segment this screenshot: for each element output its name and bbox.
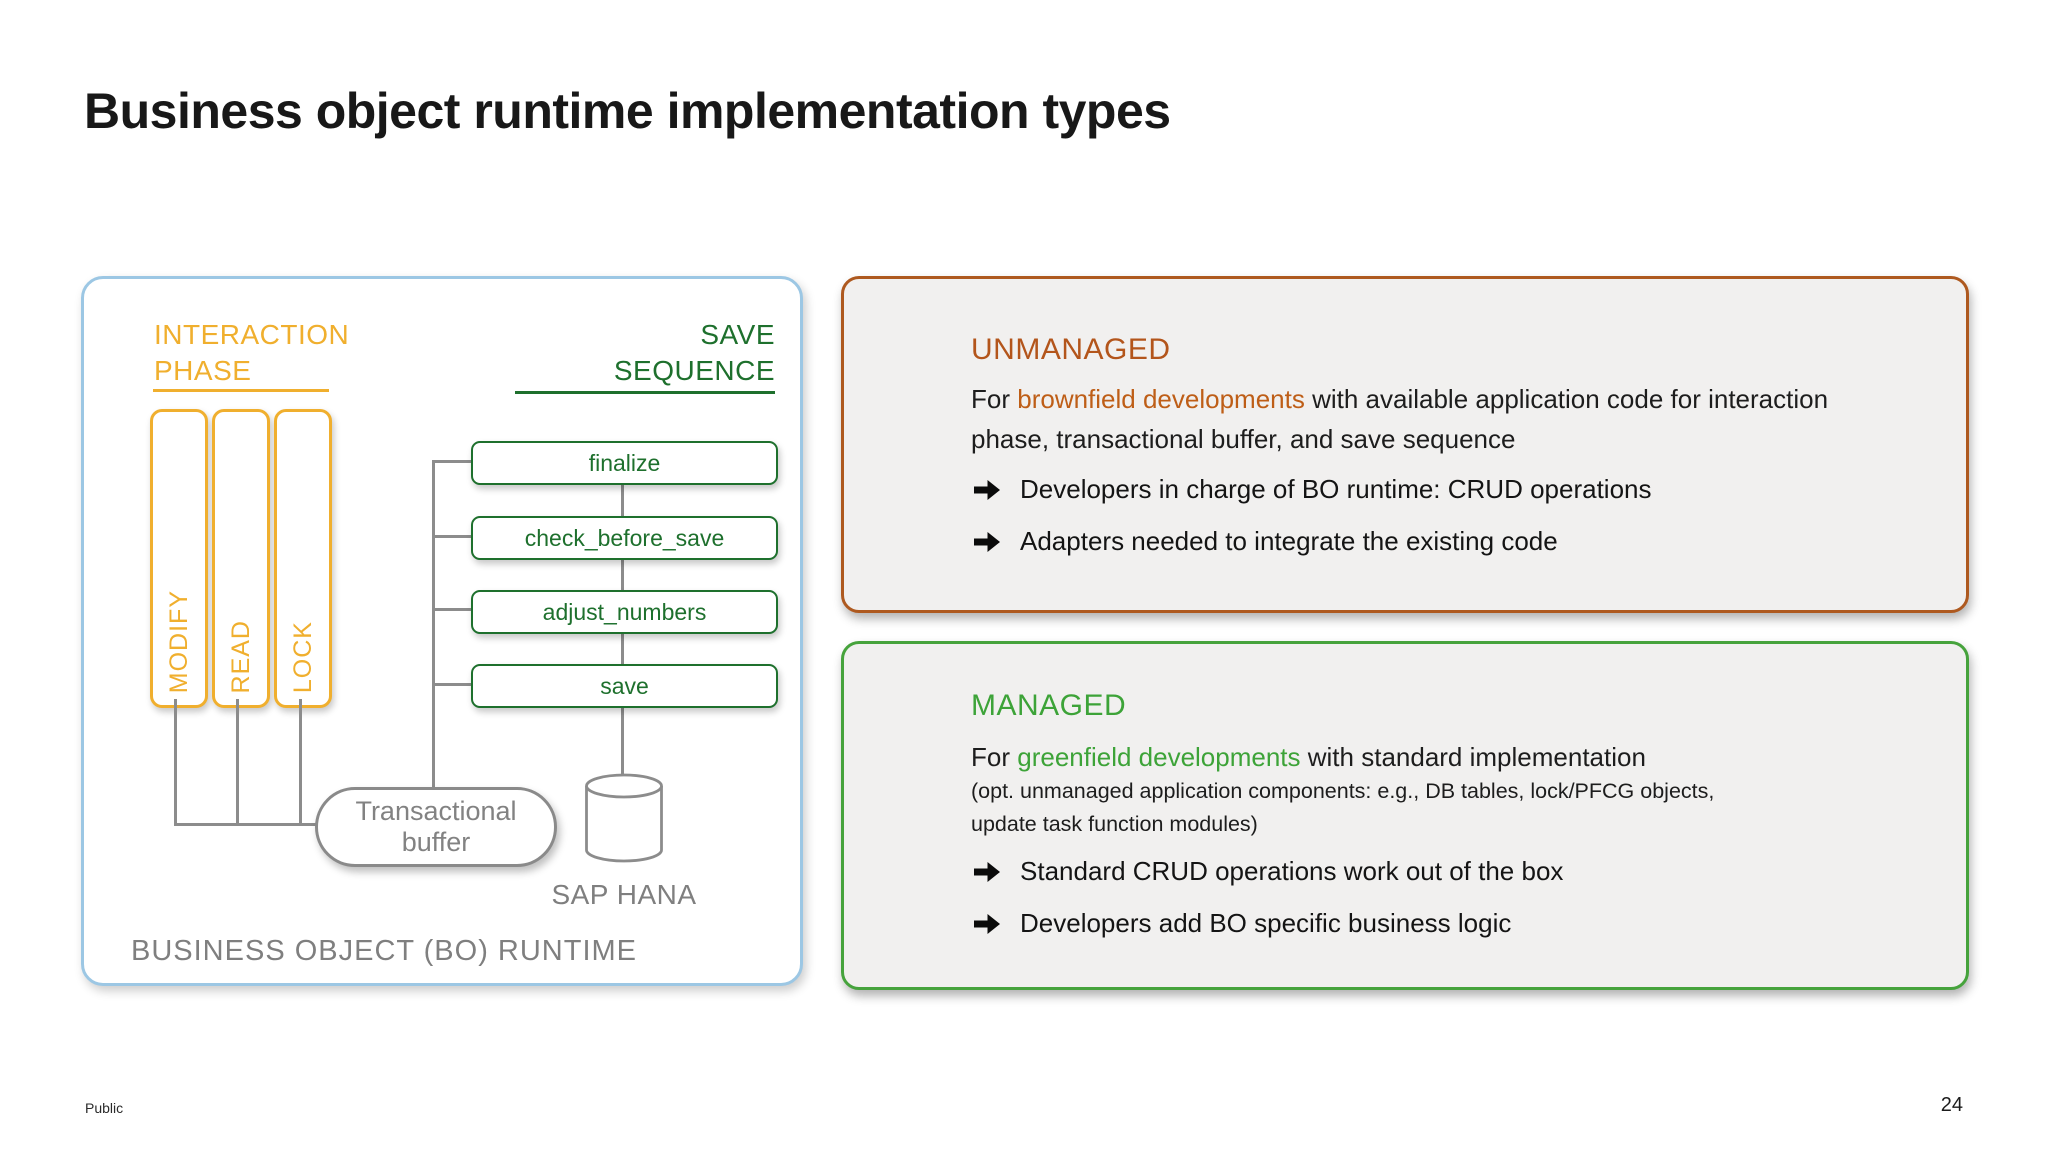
unmanaged-bullet-1: Developers in charge of BO runtime: CRUD… bbox=[974, 474, 1652, 505]
step-adjust-numbers: adjust_numbers bbox=[471, 590, 778, 634]
managed-note-line1: (opt. unmanaged application components: … bbox=[971, 779, 1715, 803]
interaction-phase-label: INTERACTION PHASE bbox=[154, 317, 349, 389]
unmanaged-bullet-2: Adapters needed to integrate the existin… bbox=[974, 526, 1558, 557]
bar-read-label: READ bbox=[226, 619, 255, 693]
connector-bus-vertical bbox=[432, 461, 435, 790]
connector-stub-save bbox=[432, 683, 471, 686]
bar-lock-label: LOCK bbox=[288, 620, 317, 693]
managed-box: MANAGED For greenfield developments with… bbox=[841, 641, 1969, 990]
arrow-bullet-icon bbox=[974, 913, 1000, 934]
unmanaged-intro-highlight: brownfield developments bbox=[1017, 384, 1305, 414]
step-check-before-save: check_before_save bbox=[471, 516, 778, 560]
connector-finalize-check bbox=[621, 480, 624, 517]
unmanaged-intro-prefix: For bbox=[971, 384, 1018, 414]
unmanaged-heading: UNMANAGED bbox=[971, 333, 1171, 366]
page-title: Business object runtime implementation t… bbox=[84, 83, 1171, 139]
database-label: SAP HANA bbox=[551, 879, 697, 910]
bar-modify: MODIFY bbox=[150, 409, 208, 708]
bar-read: READ bbox=[212, 409, 270, 708]
connector-check-adjust bbox=[621, 555, 624, 591]
step-finalize: finalize bbox=[471, 441, 778, 485]
bo-runtime-diagram: INTERACTION PHASE SAVE SEQUENCE MODIFY R… bbox=[81, 276, 803, 986]
bar-lock: LOCK bbox=[274, 409, 332, 708]
arrow-bullet-icon bbox=[974, 861, 1000, 882]
classification-label: Public bbox=[85, 1100, 124, 1116]
connector-adjust-save bbox=[621, 629, 624, 665]
unmanaged-intro: For brownfield developments with availab… bbox=[971, 379, 1911, 459]
connector-stub-adjust bbox=[432, 608, 471, 611]
managed-note-line2: update task function modules) bbox=[971, 812, 1258, 836]
arrow-bullet-icon bbox=[974, 531, 1000, 552]
arrow-bullet-icon bbox=[974, 479, 1000, 500]
save-sequence-underline bbox=[515, 391, 775, 394]
managed-intro-suffix: with standard implementation bbox=[1300, 742, 1646, 772]
page-number: 24 bbox=[1940, 1094, 1963, 1116]
managed-heading: MANAGED bbox=[971, 689, 1127, 722]
managed-intro: For greenfield developments with standar… bbox=[971, 737, 1646, 777]
save-sequence-label: SAVE SEQUENCE bbox=[504, 317, 775, 389]
step-save: save bbox=[471, 664, 778, 708]
managed-note: (opt. unmanaged application components: … bbox=[971, 775, 1714, 841]
managed-bullet-1: Standard CRUD operations work out of the… bbox=[974, 856, 1563, 887]
managed-bullet-1-text: Standard CRUD operations work out of the… bbox=[1020, 856, 1564, 886]
interaction-phase-line1: INTERACTION bbox=[154, 319, 350, 350]
connector-read-drop bbox=[236, 699, 239, 826]
unmanaged-bullet-2-text: Adapters needed to integrate the existin… bbox=[1020, 526, 1558, 556]
interaction-phase-underline bbox=[153, 389, 329, 392]
managed-bullet-2-text: Developers add BO specific business logi… bbox=[1020, 908, 1512, 938]
save-sequence-line2: SEQUENCE bbox=[613, 355, 775, 386]
connector-modify-drop bbox=[174, 699, 177, 826]
save-sequence-line1: SAVE bbox=[700, 319, 775, 350]
managed-bullet-2: Developers add BO specific business logi… bbox=[974, 908, 1511, 939]
database-cylinder-icon bbox=[585, 773, 663, 863]
bar-modify-label: MODIFY bbox=[164, 589, 193, 693]
connector-stub-check bbox=[432, 535, 471, 538]
bo-runtime-label: BUSINESS OBJECT (BO) RUNTIME bbox=[131, 935, 638, 967]
unmanaged-intro-suffix: with available application code for inte… bbox=[971, 384, 1829, 454]
connector-save-database bbox=[621, 703, 624, 775]
managed-intro-highlight: greenfield developments bbox=[1017, 742, 1301, 772]
connector-lock-drop bbox=[299, 699, 302, 826]
connector-bars-bus bbox=[174, 823, 316, 826]
interaction-phase-line2: PHASE bbox=[154, 355, 252, 386]
managed-intro-prefix: For bbox=[971, 742, 1018, 772]
transactional-buffer-line2: buffer bbox=[401, 827, 471, 857]
unmanaged-box: UNMANAGED For brownfield developments wi… bbox=[841, 276, 1969, 613]
transactional-buffer-line1: Transactional bbox=[355, 796, 517, 826]
connector-stub-finalize bbox=[432, 460, 471, 463]
transactional-buffer: Transactional buffer bbox=[315, 787, 557, 867]
unmanaged-bullet-1-text: Developers in charge of BO runtime: CRUD… bbox=[1020, 474, 1652, 504]
